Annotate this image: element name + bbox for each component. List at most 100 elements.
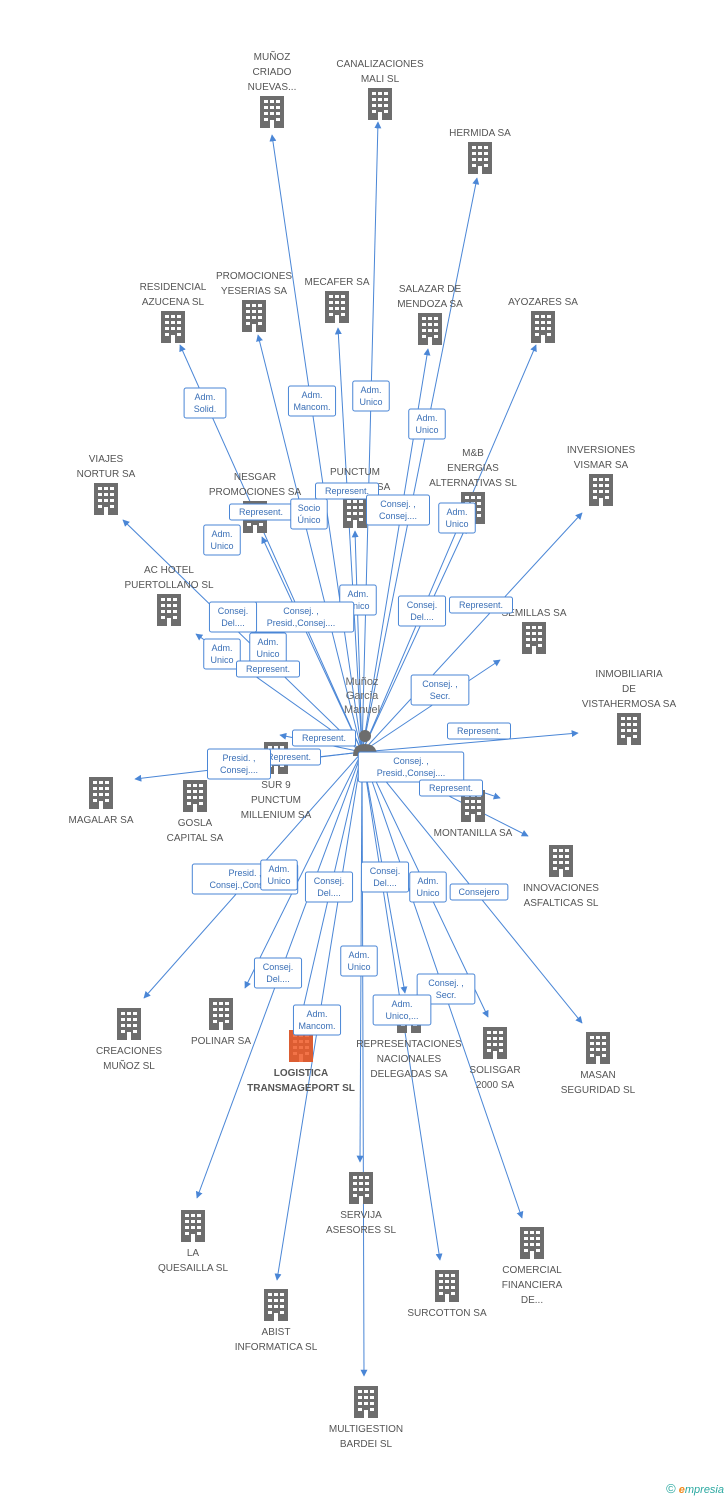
company-node-magalar[interactable]: MAGALAR SA bbox=[68, 777, 134, 826]
role-badge[interactable]: Consejero bbox=[449, 883, 509, 901]
role-badge[interactable]: Consej.Del.... bbox=[253, 957, 303, 989]
role-badge-frame bbox=[236, 660, 300, 678]
role-badge-text: Secr. bbox=[430, 691, 451, 701]
role-badge[interactable]: Consej.Del.... bbox=[304, 871, 354, 903]
role-badge[interactable]: Consej. ,Consej.... bbox=[366, 494, 430, 526]
role-badge[interactable]: Represent. bbox=[447, 722, 511, 740]
role-badge[interactable]: Adm.Unico bbox=[249, 632, 287, 664]
role-badge[interactable]: Consej. ,Secr. bbox=[416, 973, 476, 1005]
company-node-hermida[interactable]: HERMIDA SA bbox=[449, 128, 511, 174]
role-badge-frame bbox=[315, 482, 379, 500]
company-node-munoz-criado[interactable]: MUÑOZCRIADONUEVAS... bbox=[248, 50, 297, 128]
person-name-line-2: Garcia bbox=[346, 690, 379, 702]
role-badge-frame bbox=[253, 957, 303, 989]
company-node-surcotton[interactable]: SURCOTTON SA bbox=[407, 1270, 487, 1319]
role-badge-text: Represent. bbox=[459, 600, 503, 610]
role-badge-text: Represent. bbox=[246, 664, 290, 674]
role-badge[interactable]: Represent. bbox=[315, 482, 379, 500]
brand-logo-text[interactable]: mpresia bbox=[684, 1484, 724, 1496]
role-badge-text: Unico bbox=[256, 649, 279, 659]
company-node-semillas[interactable]: SEMILLAS SA bbox=[501, 608, 567, 654]
company-label: INNOVACIONES bbox=[523, 883, 599, 894]
company-label: ASFALTICAS SL bbox=[524, 898, 599, 909]
company-label: SOLISGAR bbox=[469, 1065, 520, 1076]
building-icon bbox=[89, 777, 113, 809]
building-icon bbox=[260, 96, 284, 128]
company-node-innovaciones-asfalticas[interactable]: INNOVACIONES ASFALTICAS SL bbox=[523, 845, 599, 909]
role-badge-text: Unico bbox=[347, 962, 370, 972]
company-label: NUEVAS... bbox=[248, 82, 297, 93]
role-badge[interactable]: Adm.Unico bbox=[203, 638, 241, 670]
role-badge[interactable]: Consej.Del.... bbox=[360, 861, 410, 893]
company-label: INFORMATICA SL bbox=[235, 1342, 318, 1353]
company-label: RESIDENCIAL bbox=[140, 282, 207, 293]
company-label: VISTAHERMOSA SA bbox=[582, 699, 677, 710]
role-badge[interactable]: Represent. bbox=[449, 596, 513, 614]
company-label: MALI SL bbox=[361, 74, 400, 85]
company-node-mecafer[interactable]: MECAFER SA bbox=[304, 277, 370, 323]
role-badge[interactable]: Adm.Mancom. bbox=[292, 1004, 342, 1036]
company-node-polinar[interactable]: POLINAR SA bbox=[191, 998, 251, 1047]
role-badge-text: Unico bbox=[416, 888, 439, 898]
role-badge[interactable]: Consej. ,Presid.,Consej.... bbox=[247, 601, 355, 633]
company-label: MASAN bbox=[580, 1070, 616, 1081]
role-badge[interactable]: Represent. bbox=[236, 660, 300, 678]
role-badge[interactable]: Adm.Unico bbox=[438, 502, 476, 534]
role-badge[interactable]: Consej. ,Secr. bbox=[410, 674, 470, 706]
building-icon bbox=[483, 1027, 507, 1059]
role-badge[interactable]: Presid. ,Consej.... bbox=[207, 748, 271, 780]
role-badge-text: Presid. , bbox=[228, 868, 261, 878]
role-badge[interactable]: Adm.Unico,... bbox=[372, 994, 432, 1026]
role-badge[interactable]: Consej. ,Presid.,Consej.... bbox=[357, 751, 465, 783]
role-badge[interactable]: Represent. bbox=[419, 779, 483, 797]
building-icon bbox=[161, 311, 185, 343]
company-label: HERMIDA SA bbox=[449, 128, 511, 139]
company-node-montanilla[interactable]: MONTANILLA SA bbox=[434, 790, 513, 839]
company-node-ayozares[interactable]: AYOZARES SA bbox=[508, 297, 578, 343]
role-badge-frame bbox=[410, 674, 470, 706]
building-icon bbox=[354, 1386, 378, 1418]
role-badge-text: Consej. bbox=[314, 876, 345, 886]
role-badge[interactable]: Adm.Mancom. bbox=[287, 385, 337, 417]
building-icon bbox=[325, 291, 349, 323]
role-badge[interactable]: Represent. bbox=[292, 729, 356, 747]
company-label: PROMOCIONES bbox=[216, 271, 292, 282]
company-label: CAPITAL SA bbox=[167, 833, 224, 844]
role-badge[interactable]: Consej.Del.... bbox=[208, 601, 258, 633]
role-badge-frame bbox=[290, 498, 328, 530]
role-badge[interactable]: Adm.Unico bbox=[340, 945, 378, 977]
role-badge[interactable]: Adm.Solid. bbox=[183, 387, 227, 419]
role-badge[interactable]: Adm.Unico bbox=[352, 380, 390, 412]
role-badge[interactable]: Adm.Unico bbox=[260, 859, 298, 891]
company-node-comercial-financiera[interactable]: COMERCIALFINANCIERADE... bbox=[502, 1227, 563, 1306]
role-badge[interactable]: Represent. bbox=[229, 503, 293, 521]
role-badge[interactable]: Adm.Unico bbox=[408, 408, 446, 440]
role-badge[interactable]: Consej.Del.... bbox=[397, 595, 447, 627]
role-badge[interactable]: Adm.Unico bbox=[203, 524, 241, 556]
role-badge-text: Presid. , bbox=[222, 753, 255, 763]
role-badge[interactable]: Adm.Unico bbox=[409, 871, 447, 903]
